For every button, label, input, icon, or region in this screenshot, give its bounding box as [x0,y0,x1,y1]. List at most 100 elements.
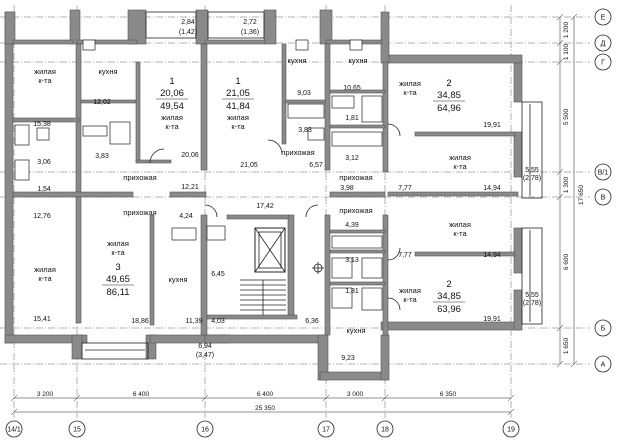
apt5-rooms: 2 [446,279,451,290]
room-name: жилая [399,79,421,88]
dim-span-2: 6 400 [133,391,150,398]
dim-total-width: 25 350 [255,405,275,412]
apt5-total-area: 63,96 [437,304,461,315]
room-name: к-та [453,229,467,238]
dim-span-v2: 1 100 [563,43,570,60]
room-area: 1,54 [37,186,51,193]
apt3-living-area: 34,85 [437,90,461,101]
dimensions-bottom: 3 200 6 400 6 400 3 000 6 350 25 350 [10,391,515,416]
dim-span-3: 6 400 [257,391,274,398]
dim-span-4: 3 000 [347,391,364,398]
room-area: 3,83 [298,127,312,134]
axis-label-19: 19 [507,427,515,434]
apt1-living-area: 20,06 [160,88,184,99]
room-area: 17,42 [256,203,274,210]
room-area: 12,76 [33,213,51,220]
room-name: к-та [231,122,245,131]
apt5-living-area: 34,85 [437,291,461,302]
room-area: 3,13 [345,257,359,264]
axis-label-v: В [601,195,606,202]
room-area: 20,06 [181,152,199,159]
room-name: прихожая [123,173,156,182]
dim-span-5: 6 350 [440,391,457,398]
room-area: 19,91 [483,122,501,129]
room-name: жилая [227,113,249,122]
room-names: жилая к-та кухня жилая к-та жилая к-та к… [34,56,471,335]
axis-label-a: А [601,362,606,369]
room-area: 1,81 [345,288,359,295]
stair-and-lift [240,227,324,315]
axis-label-17: 17 [322,427,330,434]
axis-label-e: Е [601,15,606,22]
axis-label-18: 18 [381,427,389,434]
balcony-area-5: 6,94 [198,343,212,350]
room-name: прихожая [339,206,372,215]
dim-total-depth: 17 650 [578,185,585,205]
apt3-rooms: 2 [446,78,451,89]
room-area: 4,03 [211,318,225,325]
room-area: 4,24 [179,213,193,220]
apt3-total-area: 64,96 [437,103,461,114]
room-name: к-та [453,162,467,171]
room-area: 6,57 [309,162,323,169]
dim-span-v4: 1 300 [563,176,570,193]
dim-span-v6: 1 650 [563,337,570,354]
room-area: 3,98 [340,185,354,192]
balcony-reduced-1: (1,42) [179,29,197,36]
room-area: 6,45 [211,271,225,278]
room-area: 14,94 [483,252,501,259]
room-area: 14,94 [483,185,501,192]
room-area: 4,39 [345,222,359,229]
room-area: 3,06 [37,159,51,166]
room-area: 3,12 [345,155,359,162]
balcony-reduced-4: (2,78) [523,300,541,307]
room-name: к-та [38,76,52,85]
axis-grid [0,5,590,418]
apt2-rooms: 1 [235,76,240,87]
walls [4,9,523,381]
balcony-reduced-3: (2,78) [523,175,541,182]
apt2-total-area: 41,84 [226,101,250,112]
balcony-reduced-2: (1,36) [241,29,259,36]
axis-label-g: Г [601,60,605,67]
room-name: к-та [111,248,125,257]
sanitary-fixtures [14,39,383,311]
room-area: 15,41 [33,316,51,323]
room-name: к-та [165,122,179,131]
room-name: прихожая [281,148,314,157]
room-name: жилая [399,286,421,295]
room-name: кухня [168,275,187,284]
room-name: жилая [449,153,471,162]
room-name: прихожая [123,208,156,217]
dim-span-v3: 5 500 [563,108,570,125]
axis-label-14-1: 14/1 [7,427,21,434]
room-name: жилая [107,239,129,248]
room-area: 7,77 [398,185,412,192]
room-area: 9,03 [297,90,311,97]
axis-label-16: 16 [201,427,209,434]
dim-span-1: 3 200 [37,391,54,398]
room-area: 1,81 [345,115,359,122]
room-name: кухня [346,326,365,335]
apt4-living-area: 49,65 [106,274,130,285]
dim-span-v1: 1 200 [563,21,570,38]
room-name: к-та [403,88,417,97]
room-name: кухня [98,67,117,76]
apt4-total-area: 86,11 [106,287,129,298]
room-name: жилая [34,265,56,274]
apartment-labels: 1 20,06 49,54 1 21,05 41,84 2 34,85 64,9… [102,76,465,315]
room-name: кухня [287,56,306,65]
apt4-rooms: 3 [115,262,120,273]
room-area: 18,86 [131,318,149,325]
room-area: 19,91 [483,316,501,323]
room-area: 9,23 [341,355,355,362]
room-name: жилая [449,220,471,229]
room-name: кухня [348,56,367,65]
apt1-total-area: 49,54 [160,101,184,112]
balcony-area-4: 5,55 [525,292,539,299]
balcony-reduced-5: (3,47) [196,352,214,359]
axis-label-v1: В/1 [598,170,609,177]
room-area: 12,02 [93,99,111,106]
axis-label-15: 15 [73,427,81,434]
